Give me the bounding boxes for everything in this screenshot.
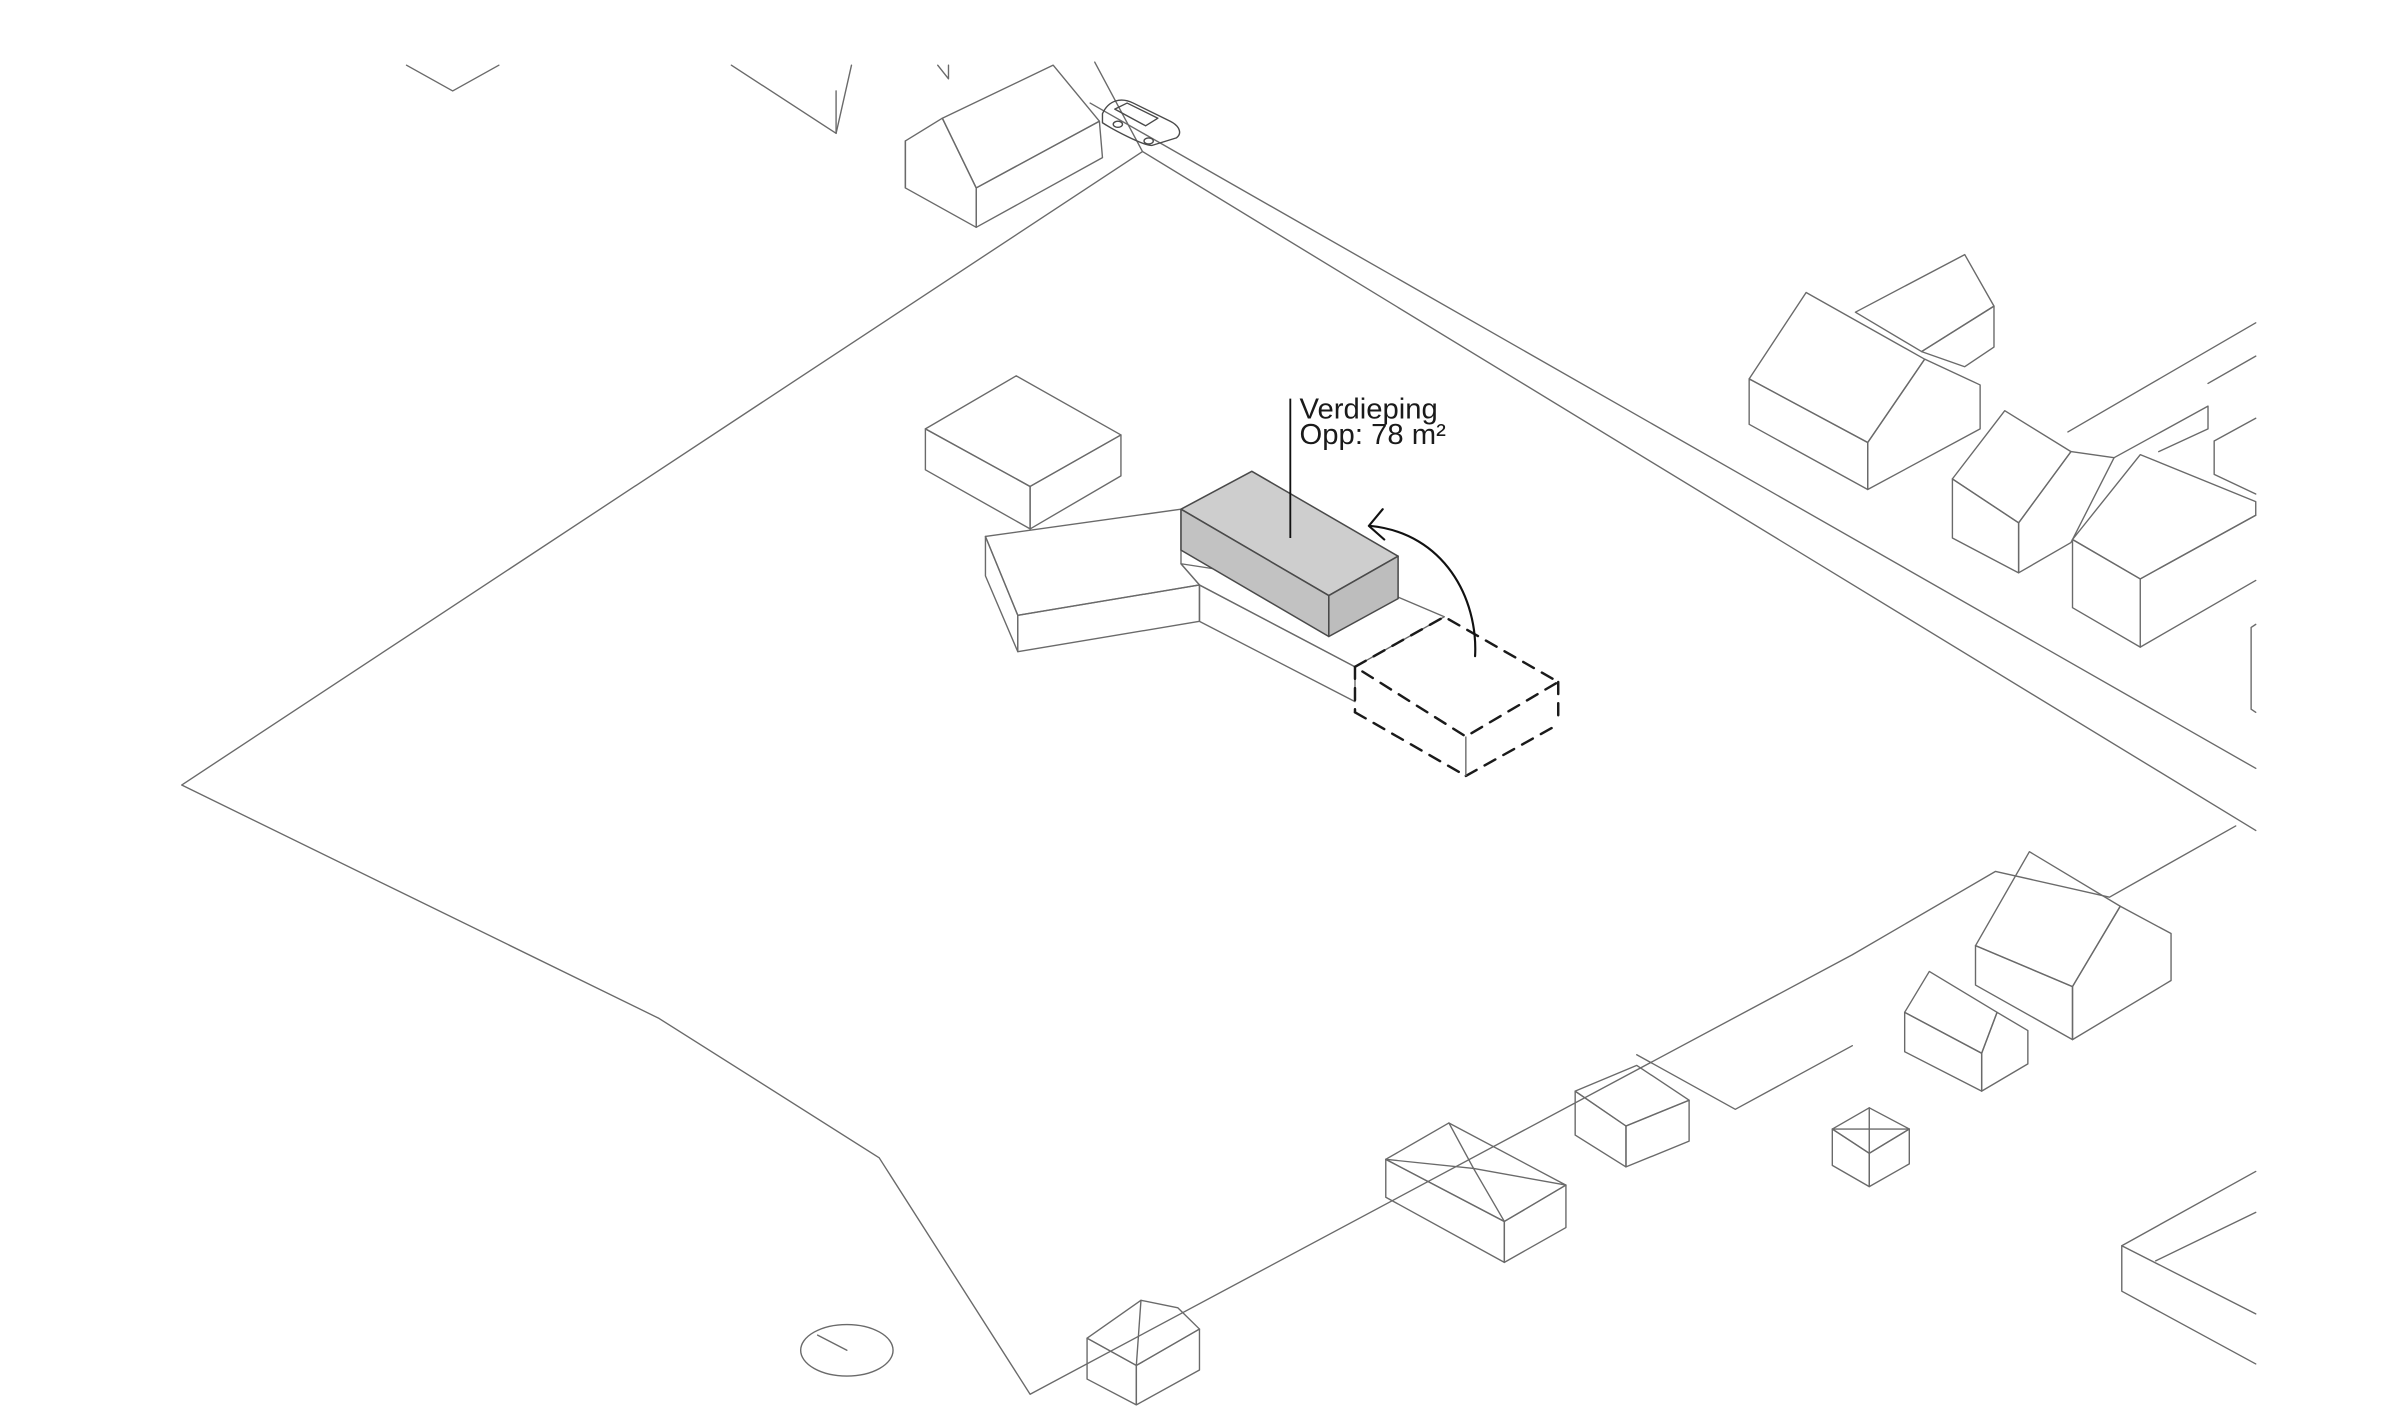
building-partial-top-right (937, 64, 950, 80)
building-partial-top (730, 64, 853, 135)
street-edge-north (1089, 102, 2257, 770)
removed-volume-dashed (1353, 615, 1560, 778)
annotation-label-floor: Verdieping (1300, 393, 1438, 425)
car-icon (1101, 99, 1181, 147)
annotation-label-area: Opp: 78 m² (1300, 419, 1447, 451)
annex-building (924, 375, 1122, 530)
building-partial-bottom-right-eave (2154, 1211, 2257, 1262)
building-partial-bottom-right-roof (2121, 1245, 2257, 1315)
upper-floor-side (1328, 555, 1399, 638)
house-top (904, 64, 1104, 229)
north-arrow-icon (799, 1323, 894, 1377)
building-partial-bottom-right (2121, 1170, 2257, 1365)
houses-south (1086, 1044, 1854, 1406)
curved-arrow-icon (1367, 508, 1477, 658)
houses-east (1831, 851, 2172, 1188)
building-partial-top-left (405, 64, 500, 92)
site-boundary (180, 61, 2237, 1395)
houses-north-east (1748, 253, 2257, 713)
context-lines (180, 61, 2257, 1406)
street-edge-south (1141, 150, 2257, 832)
